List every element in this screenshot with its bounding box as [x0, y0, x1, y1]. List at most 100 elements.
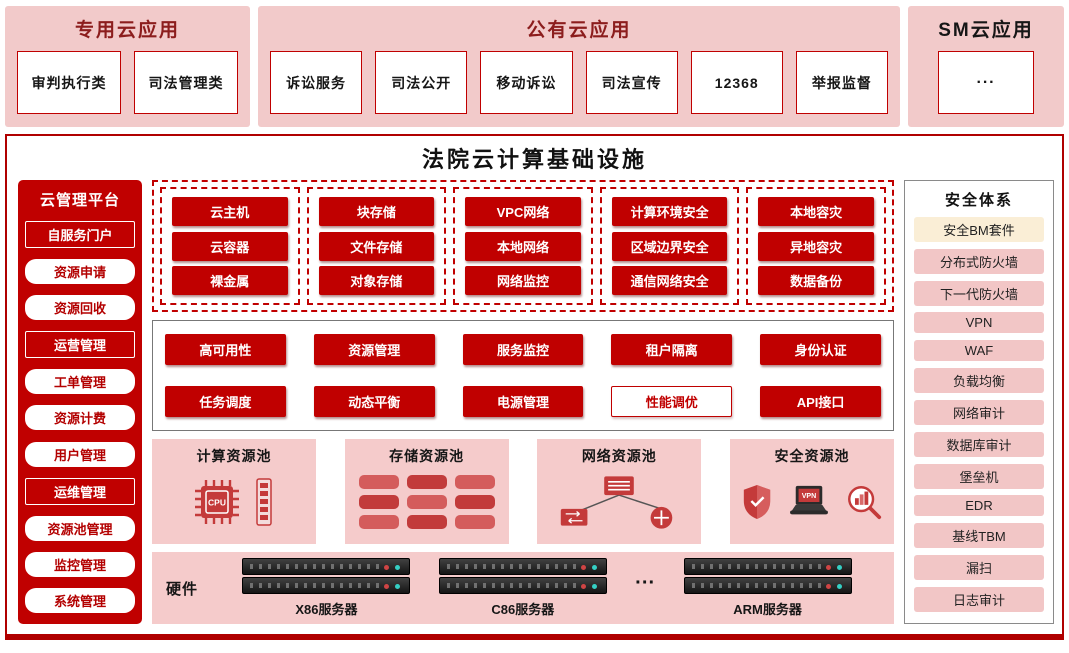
security-item: VPN — [914, 312, 1044, 334]
security-item: 网络审计 — [914, 399, 1044, 425]
pool-title: 安全资源池 — [774, 447, 850, 464]
service-box: 云主机 — [172, 197, 288, 226]
server-rack-icon — [438, 558, 607, 595]
sidebar-section-header: 运营管理 — [25, 331, 135, 359]
server-label: ARM服务器 — [733, 602, 802, 618]
security-item: 安全BM套件 — [914, 216, 1044, 242]
pool-title: 存储资源池 — [389, 447, 465, 464]
pool-title: 计算资源池 — [196, 447, 272, 464]
hardware-servers: X86服务器 C86服务器 ··· — [214, 558, 880, 618]
service-box: 网络监控 — [465, 266, 581, 296]
service-box: 本地容灾 — [758, 197, 874, 226]
management-box: 资源管理 — [313, 334, 435, 366]
management-box: 任务调度 — [165, 385, 286, 417]
management-box: 性能调优 — [611, 385, 733, 417]
hardware-ellipsis: ··· — [635, 571, 656, 594]
app-box: ··· — [938, 51, 1034, 114]
management-box: 高可用性 — [165, 334, 286, 366]
public-cloud-title: 公有云应用 — [526, 20, 632, 41]
cloud-management-title: 云管理平台 — [39, 192, 120, 209]
shield-icon — [743, 485, 771, 520]
network-topology-icon — [561, 476, 673, 529]
sidebar-section-header: 自服务门户 — [25, 221, 135, 249]
service-column-disaster-recovery: 本地容灾 异地容灾 数据备份 — [746, 187, 886, 306]
public-cloud-panel: 公有云应用 诉讼服务 司法公开 移动诉讼 司法宣传 12368 举报监督 — [258, 6, 900, 127]
sm-cloud-panel: SM云应用 ··· — [908, 6, 1064, 127]
infrastructure-title: 法院云计算基础设施 — [421, 147, 647, 172]
service-box: 异地容灾 — [758, 231, 874, 261]
hardware-label: 硬件 — [166, 580, 199, 598]
service-box: 本地网络 — [465, 231, 581, 261]
app-box: 诉讼服务 — [269, 51, 363, 114]
security-system-title: 安全体系 — [944, 192, 1013, 209]
service-box: 区域边界安全 — [611, 231, 728, 261]
sidebar-item: 用户管理 — [25, 441, 135, 467]
service-column-security: 计算环境安全 区域边界安全 通信网络安全 — [599, 187, 740, 306]
security-item: EDR — [914, 495, 1044, 517]
security-item: 分布式防火墙 — [914, 248, 1044, 274]
service-box: 对象存储 — [318, 266, 435, 296]
memory-icon — [256, 478, 272, 527]
app-box: 司法公开 — [375, 51, 468, 114]
app-box: 司法宣传 — [585, 51, 678, 114]
sidebar-section-header: 运维管理 — [25, 477, 135, 505]
server-label: X86服务器 — [295, 602, 358, 618]
app-box: 12368 — [690, 51, 783, 114]
app-box: 司法管理类 — [134, 51, 238, 114]
server-label: C86服务器 — [491, 602, 555, 618]
security-item: 堡垒机 — [914, 463, 1044, 489]
security-item: 日志审计 — [914, 586, 1044, 612]
management-box: API接口 — [760, 385, 881, 417]
hardware-panel: 硬件 X86服务器 C86服务器 — [152, 552, 894, 625]
public-cloud-items: 诉讼服务 司法公开 移动诉讼 司法宣传 12368 举报监督 — [269, 51, 889, 114]
dedicated-cloud-items: 审判执行类 司法管理类 — [17, 51, 238, 114]
storage-pool-card: 存储资源池 — [344, 438, 509, 545]
sm-cloud-items: ··· — [920, 51, 1052, 114]
service-box: 数据备份 — [758, 266, 874, 296]
pool-title: 网络资源池 — [581, 447, 657, 464]
dedicated-cloud-panel: 专用云应用 审判执行类 司法管理类 — [5, 6, 250, 127]
app-box: 审判执行类 — [17, 51, 121, 114]
server-rack-icon — [683, 558, 852, 595]
service-box: 裸金属 — [172, 266, 288, 296]
management-box: 身份认证 — [760, 334, 881, 366]
management-box: 租户隔离 — [611, 334, 733, 366]
service-box: 计算环境安全 — [611, 197, 728, 226]
scan-magnifier-icon — [848, 486, 882, 520]
management-box: 服务监控 — [462, 334, 584, 366]
security-item: WAF — [914, 340, 1044, 362]
app-box: 移动诉讼 — [480, 51, 573, 114]
security-item: 下一代防火墙 — [914, 280, 1044, 306]
service-column-storage: 块存储 文件存储 对象存储 — [306, 187, 447, 306]
security-pool-card: 安全资源池 VPN — [729, 438, 894, 545]
service-column-network: VPC网络 本地网络 网络监控 — [453, 187, 593, 306]
sidebar-item: 监控管理 — [25, 551, 135, 577]
security-item: 数据库审计 — [914, 431, 1044, 457]
sidebar-item: 系统管理 — [25, 587, 135, 613]
network-pool-card: 网络资源池 — [537, 438, 702, 545]
management-box: 动态平衡 — [313, 385, 435, 417]
dedicated-cloud-title: 专用云应用 — [74, 20, 180, 41]
management-area: 高可用性 资源管理 服务监控 租户隔离 身份认证 任务调度 动态平衡 电源管理 … — [152, 320, 894, 431]
security-item: 负载均衡 — [914, 368, 1044, 394]
svg-text:VPN: VPN — [802, 493, 817, 501]
sidebar-item: 资源计费 — [25, 405, 135, 431]
service-box: 文件存储 — [318, 231, 435, 261]
service-box: 云容器 — [172, 231, 288, 261]
security-system-panel: 安全体系 安全BM套件 分布式防火墙 下一代防火墙 VPN WAF 负载均衡 网… — [904, 180, 1054, 624]
sidebar-item: 工单管理 — [25, 369, 135, 395]
resource-pools-row: 计算资源池 CPU — [152, 438, 894, 545]
service-box: 通信网络安全 — [611, 266, 728, 296]
sidebar-item: 资源池管理 — [25, 515, 135, 541]
svg-text:CPU: CPU — [208, 498, 226, 508]
app-box: 举报监督 — [795, 51, 889, 114]
disk-stack-icon — [358, 475, 495, 530]
server-group: C86服务器 — [438, 558, 607, 618]
management-box: 电源管理 — [462, 385, 584, 417]
center-column: 云主机 云容器 裸金属 块存储 文件存储 对象存储 VPC网络 本地网络 网络监… — [152, 180, 894, 625]
cpu-icon: CPU — [195, 480, 239, 525]
cloud-services-area: 云主机 云容器 裸金属 块存储 文件存储 对象存储 VPC网络 本地网络 网络监… — [152, 180, 894, 313]
security-item: 漏扫 — [914, 555, 1044, 581]
vpn-laptop-icon: VPN — [790, 486, 828, 515]
sm-cloud-title: SM云应用 — [938, 20, 1034, 41]
